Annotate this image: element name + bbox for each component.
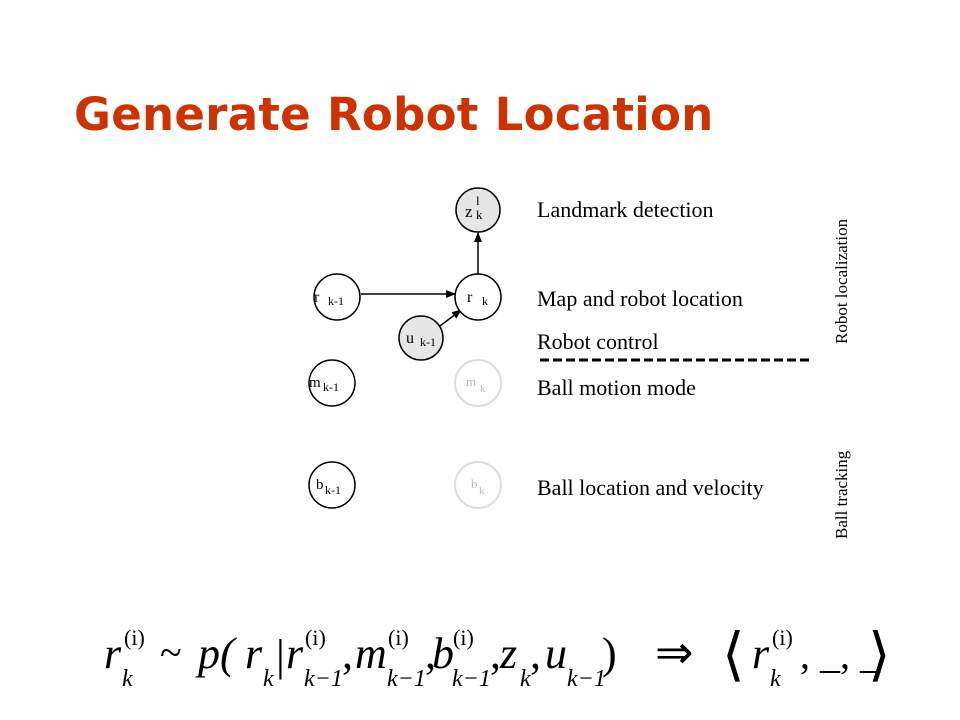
node-b-prev-sub: k-1 <box>325 483 341 497</box>
label-ball-location-velocity: Ball location and velocity <box>537 475 764 500</box>
formula-rr: r <box>752 629 770 678</box>
node-u-prev: u k-1 <box>398 315 444 361</box>
formula-sim: ~ <box>160 630 182 675</box>
formula-rangle: ⟩ <box>868 622 891 687</box>
node-b-cur-label: b <box>471 476 478 491</box>
formula-z: z <box>499 629 517 678</box>
formula-z-sub: k <box>520 666 531 692</box>
formula-langle: ⟨ <box>722 622 745 687</box>
node-b-cur-sub: k <box>479 485 485 497</box>
label-ball-motion-mode: Ball motion mode <box>537 375 696 400</box>
node-z-label: z <box>465 202 473 221</box>
formula-r2-sub: k−1 <box>304 666 343 692</box>
node-b-prev: b k-1 <box>308 461 356 509</box>
label-map-robot-location: Map and robot location <box>537 286 743 311</box>
formula-m-sub: k−1 <box>387 666 426 692</box>
slide-title: Generate Robot Location <box>74 88 714 141</box>
node-r-cur: r k <box>454 273 502 321</box>
node-r-cur-label: r <box>467 289 473 306</box>
formula-comma-2: , <box>425 629 436 678</box>
node-m-cur-label: m <box>466 374 476 389</box>
label-landmark-detection: Landmark detection <box>537 197 714 222</box>
formula-r2: r <box>286 629 304 678</box>
node-m-prev: m k-1 <box>308 359 356 407</box>
node-u-prev-sub: k-1 <box>420 335 436 349</box>
node-m-cur: m k <box>454 359 502 407</box>
node-m-cur-sub: k <box>480 383 486 395</box>
formula-m: m <box>355 629 387 678</box>
node-r-prev-sub: k-1 <box>328 294 344 308</box>
formula-comma-4: , <box>530 629 541 678</box>
node-m-prev-sub: k-1 <box>323 380 339 394</box>
formula-rr-sup: (i) <box>772 625 793 650</box>
formula-r-sub: k <box>263 666 274 692</box>
formula-rr-sub: k <box>770 666 781 692</box>
formula-u-sub: k−1 <box>567 666 606 692</box>
side-label-ball-tracking: Ball tracking <box>832 450 851 539</box>
node-m-prev-label: m <box>309 375 321 391</box>
formula-bar: | <box>276 631 285 680</box>
formula-b-sub: k−1 <box>452 666 491 692</box>
formula-r: r <box>245 629 263 678</box>
node-z-sub: k <box>476 207 483 222</box>
formula-comma-3: , <box>490 629 501 678</box>
formula-lhs-sup: (i) <box>124 625 145 650</box>
formula-b-sup: (i) <box>453 625 474 650</box>
node-r-prev-label: r <box>314 289 320 306</box>
sampling-formula: r (i) k ~ p( r k | r (i) k−1 , m (i) k−1… <box>104 622 891 692</box>
label-robot-control: Robot control <box>537 329 659 354</box>
formula-m-sup: (i) <box>388 625 409 650</box>
formula-r2-sup: (i) <box>305 625 326 650</box>
formula-close: ) <box>602 629 617 678</box>
node-r-cur-sub: k <box>482 294 488 308</box>
formula-p: p( <box>195 629 237 678</box>
node-r-prev: r k-1 <box>313 273 361 321</box>
node-z-sup: l <box>476 193 480 208</box>
edge-uprev-to-rcur <box>439 309 462 327</box>
node-b-prev-label: b <box>316 477 324 493</box>
side-label-robot-localization: Robot localization <box>832 218 851 344</box>
formula-tail: , _, _ <box>800 632 881 677</box>
formula-lhs-sub: k <box>122 666 133 692</box>
node-z: z l k <box>455 187 501 233</box>
node-u-prev-label: u <box>406 330 414 347</box>
formula-comma-1: , <box>342 629 353 678</box>
formula-u: u <box>545 629 567 678</box>
formula-b: b <box>432 629 454 678</box>
formula-implies: ⇒ <box>655 627 694 678</box>
formula-lhs: r <box>104 629 122 678</box>
node-b-cur: b k <box>454 461 502 509</box>
